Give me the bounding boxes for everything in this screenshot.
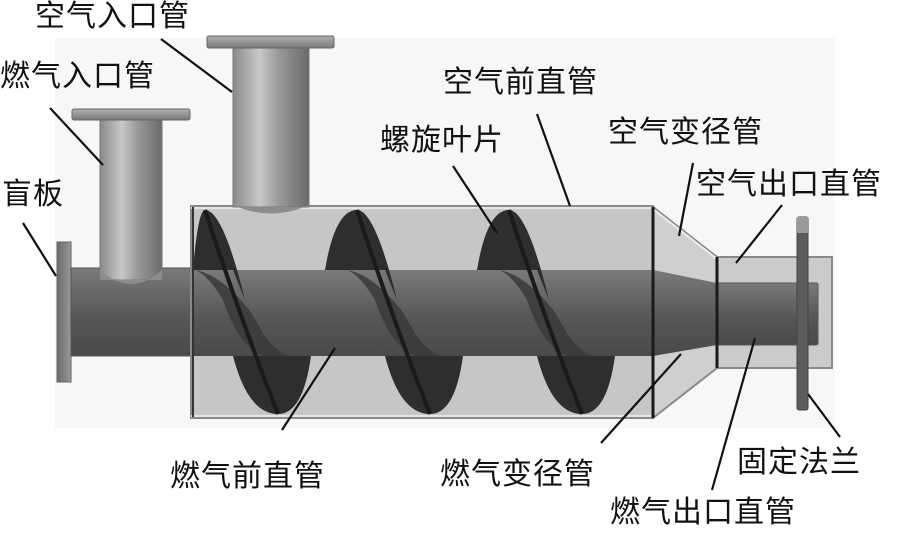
label-gas-inlet-pipe: 燃气入口管 [0,59,155,94]
air-inlet-pipe [206,35,335,214]
label-helical-blade: 螺旋叶片 [380,123,504,158]
leader-gas-outlet [710,337,757,491]
helical-blade-crossing [347,270,445,356]
label-air-reducer-pipe: 空气变径管 [608,115,763,150]
helical-blade-edge [507,209,584,415]
gas-reducer-pipe [653,270,717,356]
helical-blade-upper [477,210,549,300]
helical-blade-edge [355,209,432,415]
helical-blade-lower [385,356,463,414]
label-air-outlet-straight-pipe: 空气出口直管 [696,167,882,202]
fixed-flange-highlight [797,217,808,233]
leader-fixed-flange [807,393,841,438]
air-inlet-flange [206,35,335,49]
gas-front-straight-pipe [193,270,653,356]
leader-air-reducer [677,162,695,237]
fixed-flange [796,216,809,411]
helical-blade-upper [325,210,397,300]
helical-blade-lower [233,356,311,414]
helical-blade-lower [537,356,615,414]
leader-air-inlet [160,38,233,93]
label-air-front-straight-pipe: 空气前直管 [443,65,598,100]
leader-gas-reducer [600,353,682,444]
leader-blind-plate [22,222,57,277]
helical-blade-edge [203,209,280,415]
leader-gas-front [281,347,336,431]
label-air-inlet-pipe: 空气入口管 [35,0,190,34]
leader-lines [22,38,841,491]
leader-helical-blade [452,165,498,234]
leader-air-outlet [735,204,783,264]
leader-air-front [535,113,572,207]
label-gas-reducer-pipe: 燃气变径管 [440,457,595,492]
blind-plate [56,241,72,383]
leader-gas-inlet [49,107,104,166]
gas-inlet-pipe [71,108,191,284]
label-blind-plate: 盲板 [2,177,64,212]
label-gas-outlet-straight-pipe: 燃气出口直管 [610,495,796,530]
label-gas-front-straight-pipe: 燃气前直管 [170,459,325,494]
helical-blade-crossing [195,270,293,356]
gas-inlet-flange [71,108,191,121]
label-fixed-flange: 固定法兰 [737,445,861,480]
helical-blade-group [193,209,615,415]
helical-blade-crossing [499,270,597,356]
